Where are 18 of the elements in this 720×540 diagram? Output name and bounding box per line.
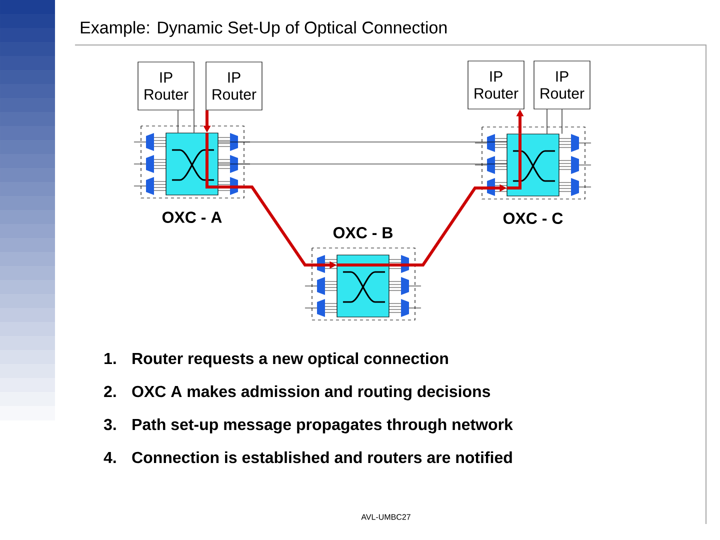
title: Example: Dynamic Set-Up of Optical Connection (80, 21, 447, 37)
router-box: IP Router (468, 60, 524, 110)
list-item: OXC A makes admission and routing decisions (132, 385, 490, 400)
switch-label: OXC - B (333, 227, 392, 238)
list-number: 1. (104, 352, 116, 364)
switch-label: OXC - C (503, 212, 563, 224)
list-item: Path set-up message propagates through network (132, 418, 513, 434)
list-number: 2. (104, 386, 116, 397)
router-box: IP Router (206, 62, 262, 110)
list-item: Router requests a new optical connection (132, 352, 448, 368)
list-number: 3. (104, 418, 116, 430)
router-box: IP Router (534, 60, 590, 110)
list-number: 4. (104, 452, 116, 463)
fiber-line (546, 109, 548, 134)
footer-code: AVL-UMBC27 (361, 514, 410, 520)
list-item: Connection is established and routers are notified (132, 451, 512, 464)
router-box: IP Router (138, 62, 194, 110)
switch-label: OXC - A (162, 212, 222, 223)
